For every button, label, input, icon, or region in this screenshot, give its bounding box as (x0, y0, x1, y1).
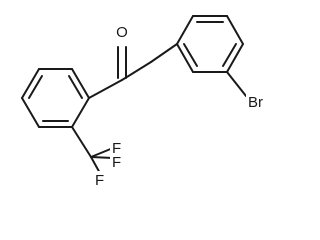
bromine-label: Br (248, 94, 263, 111)
left-benzene-ring (21, 68, 90, 128)
atom-label-oxygen: O (114, 22, 130, 41)
fluorine-label: F (112, 154, 121, 171)
atom-label-bromine: Br (246, 92, 272, 111)
oxygen-label: O (116, 24, 128, 41)
atom-label-fluorine-top: F (110, 138, 123, 157)
aryl-cf3-bond (71, 126, 92, 158)
carbonyl-group (88, 46, 127, 99)
methylene-bridge (121, 43, 178, 81)
carbon-fluorine-bond (90, 156, 114, 159)
ring-double-bond (222, 43, 237, 67)
carbon-fluorine-bond (90, 147, 114, 158)
ring-bond (71, 97, 90, 128)
ring-bond (226, 15, 244, 45)
ring-bond (176, 15, 194, 45)
right-benzene-ring (176, 15, 244, 73)
ring-double-bond (183, 43, 198, 67)
trifluoromethyl-group (71, 126, 114, 176)
ring-bond (71, 68, 90, 99)
chemical-structure: O Br F F F (21, 15, 272, 189)
ring-bond (176, 43, 194, 73)
fluorine-label: F (112, 140, 121, 157)
ring-bond (21, 97, 40, 128)
carbonyl-methylene-bond (121, 61, 152, 81)
atom-label-fluorine-right: F (110, 153, 123, 171)
ring-bond (226, 43, 244, 73)
fluorine-label: F (95, 172, 104, 189)
aryl-carbonyl-bond (88, 79, 123, 99)
carbon-bromine-bond (226, 71, 247, 97)
ring-bond (21, 68, 40, 99)
atom-label-fluorine-bottom: F (93, 171, 106, 189)
ring-double-bond (68, 75, 83, 99)
ring-double-bond (28, 75, 43, 99)
methylene-aryl-bond (150, 43, 178, 63)
